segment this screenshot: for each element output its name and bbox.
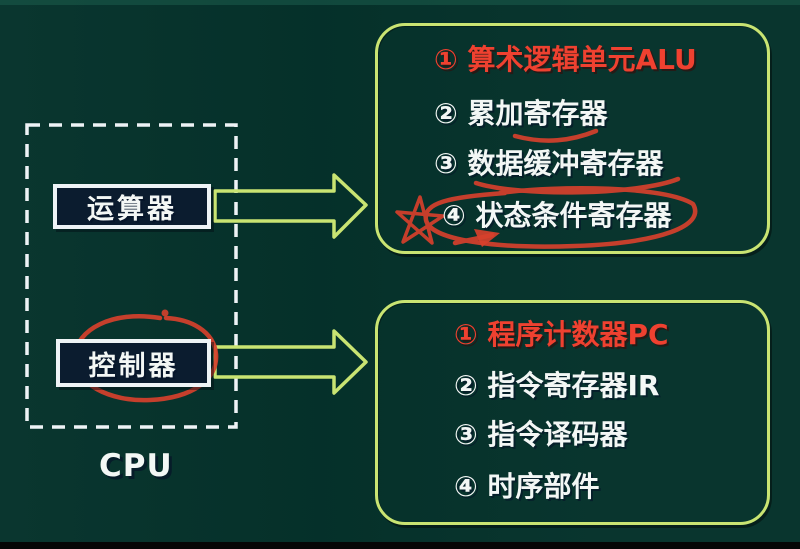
control-unit-label: 控制器: [88, 350, 179, 382]
list-item: ③ 指令译码器: [454, 418, 628, 451]
list-item: ① 算术逻辑单元ALU: [434, 43, 697, 76]
block-arrow-right-icon: [213, 173, 368, 239]
alu-unit-box: 运算器: [53, 184, 211, 229]
list-item: ④ 状态条件寄存器: [442, 199, 672, 232]
red-dot-icon: [161, 309, 169, 317]
cu-detail-panel: ① 程序计数器PC ② 指令寄存器IR ③ 指令译码器 ④ 时序部件: [375, 300, 770, 525]
alu-unit-label: 运算器: [87, 194, 177, 225]
list-item: ② 指令寄存器IR: [454, 369, 660, 402]
list-item: ① 程序计数器PC: [454, 318, 669, 351]
cpu-label: CPU: [99, 448, 173, 484]
list-item: ④ 时序部件: [454, 470, 600, 503]
block-arrow-right-icon: [213, 329, 368, 395]
control-unit-box: 控制器: [56, 339, 211, 387]
alu-detail-panel: ① 算术逻辑单元ALU ② 累加寄存器 ③ 数据缓冲寄存器 ④ 状态条件寄存器: [375, 23, 770, 254]
list-item: ② 累加寄存器: [434, 97, 608, 130]
video-top-edge: [0, 0, 800, 5]
video-letterbox-bar: [0, 542, 800, 549]
list-item: ③ 数据缓冲寄存器: [434, 147, 664, 180]
